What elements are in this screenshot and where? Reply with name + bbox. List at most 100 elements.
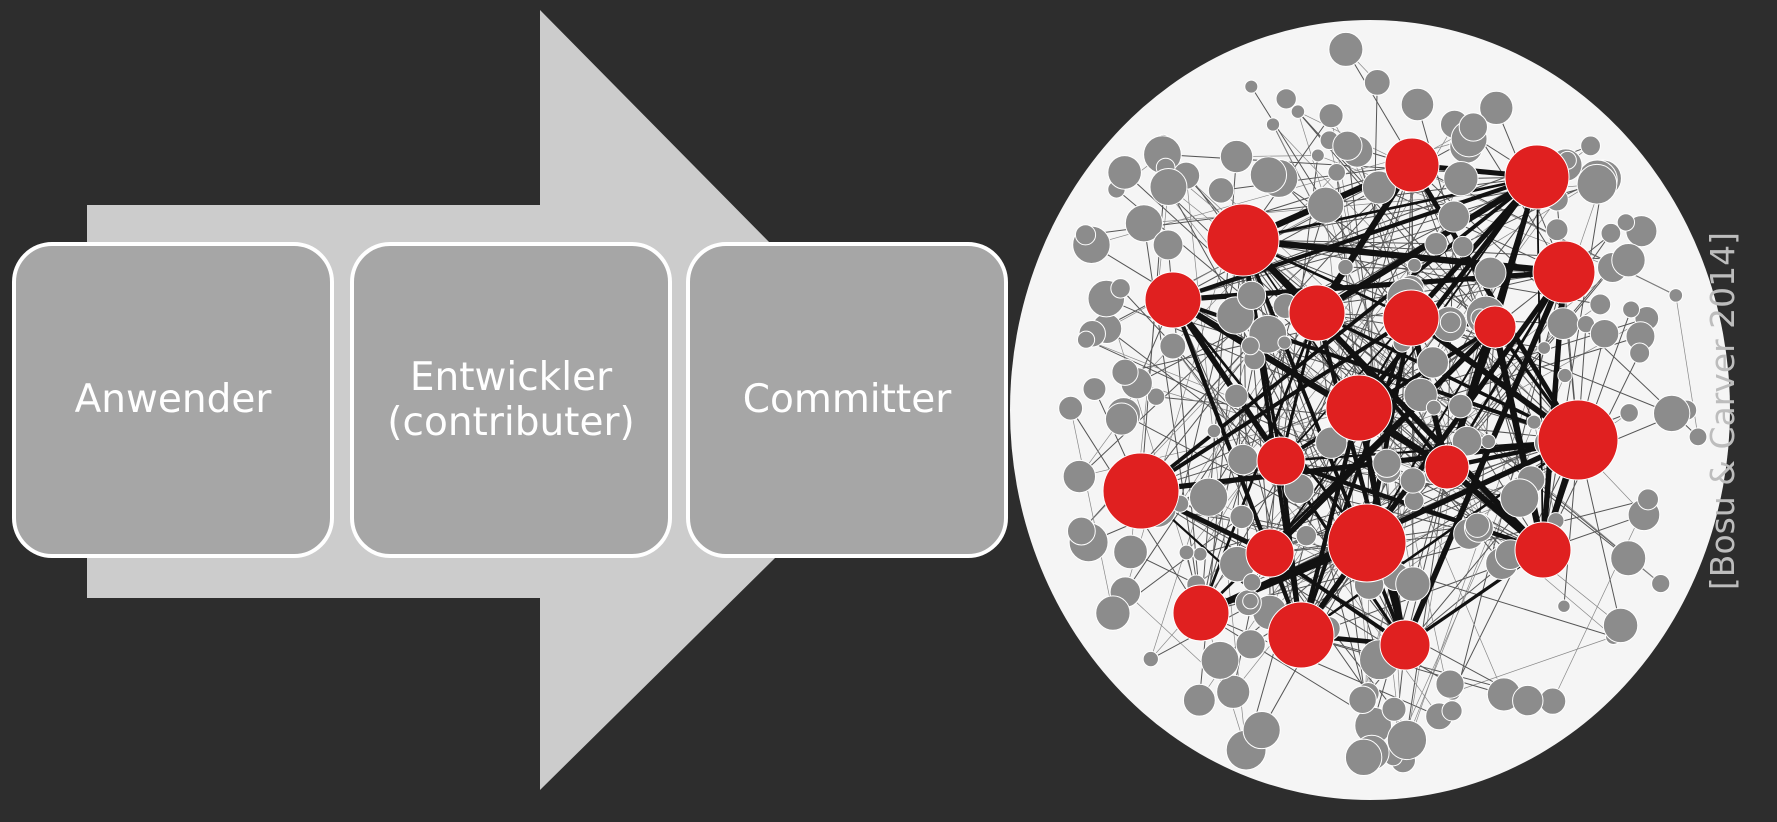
peripheral-node <box>1610 540 1647 577</box>
peripheral-node <box>1589 318 1620 349</box>
peripheral-node <box>1275 88 1297 110</box>
peripheral-node <box>1424 232 1448 256</box>
core-node <box>1327 503 1407 583</box>
peripheral-node <box>1363 68 1391 96</box>
network-edge <box>1297 111 1579 441</box>
peripheral-node <box>1124 204 1163 243</box>
peripheral-node <box>1152 229 1184 261</box>
peripheral-node <box>1240 336 1260 356</box>
peripheral-node <box>1066 516 1096 546</box>
core-node <box>1514 521 1572 579</box>
peripheral-node <box>1216 674 1251 709</box>
peripheral-node <box>1265 117 1281 132</box>
core-node <box>1379 619 1431 671</box>
peripheral-node <box>1651 574 1671 594</box>
peripheral-node <box>1458 112 1488 142</box>
core-node <box>1537 399 1619 481</box>
peripheral-node <box>1107 155 1142 190</box>
peripheral-node <box>1149 168 1188 206</box>
peripheral-node <box>1242 572 1262 592</box>
peripheral-node <box>1076 330 1096 349</box>
peripheral-node <box>1188 477 1229 517</box>
peripheral-node <box>1668 288 1684 303</box>
peripheral-node <box>1619 403 1639 423</box>
network-edge <box>1139 316 1413 493</box>
network-edge <box>1124 220 1236 593</box>
peripheral-node <box>1327 163 1346 182</box>
stage-entwickler-label: Entwickler (contributer) <box>387 354 635 445</box>
peripheral-node <box>1348 685 1377 715</box>
citation: [Bosu & Carver 2014] <box>1703 231 1742 591</box>
network-edge <box>1552 499 1649 702</box>
peripheral-node <box>1224 383 1249 409</box>
core-node <box>1532 240 1596 304</box>
peripheral-node <box>1295 524 1317 547</box>
network-edge <box>1452 636 1614 693</box>
peripheral-node <box>1499 478 1540 518</box>
peripheral-node <box>1600 222 1622 244</box>
peripheral-node <box>1074 224 1097 246</box>
peripheral-node <box>1082 377 1107 401</box>
peripheral-node <box>1480 433 1497 450</box>
network-edge <box>1106 328 1282 462</box>
network-edge <box>1070 408 1114 614</box>
peripheral-node <box>1395 566 1431 602</box>
peripheral-node <box>1611 242 1646 278</box>
peripheral-node <box>1344 738 1383 776</box>
core-node <box>1288 284 1346 342</box>
peripheral-node <box>1479 90 1514 126</box>
network-edge <box>1170 298 1284 463</box>
network-edge <box>1242 185 1542 241</box>
peripheral-node <box>1219 139 1254 174</box>
network-edge <box>1491 326 1547 551</box>
peripheral-node <box>1111 358 1139 386</box>
network-edge <box>1249 164 1413 602</box>
stage-committer: Committer <box>686 242 1008 558</box>
peripheral-node <box>1192 546 1208 562</box>
peripheral-node <box>1207 177 1235 204</box>
peripheral-node <box>1474 256 1507 289</box>
core-node <box>1256 436 1306 486</box>
network-edge <box>1085 339 1544 551</box>
peripheral-node <box>1235 629 1266 660</box>
peripheral-node <box>1337 258 1354 276</box>
peripheral-node <box>1058 395 1084 421</box>
peripheral-node <box>1545 218 1569 242</box>
peripheral-node <box>1227 443 1259 476</box>
peripheral-node <box>1142 650 1159 668</box>
peripheral-node <box>1653 394 1691 433</box>
core-node <box>1384 137 1440 193</box>
peripheral-node <box>1236 280 1267 311</box>
network-edge <box>1268 551 1407 647</box>
peripheral-node <box>1464 512 1491 538</box>
peripheral-node <box>1576 163 1618 205</box>
network-edge <box>1200 498 1649 614</box>
peripheral-node <box>1512 684 1544 717</box>
peripheral-node <box>1318 103 1344 129</box>
stage-anwender: Anwender <box>12 242 334 558</box>
peripheral-node <box>1200 640 1240 680</box>
peripheral-node <box>1637 488 1659 511</box>
peripheral-node <box>1416 346 1449 379</box>
peripheral-node <box>1441 700 1463 722</box>
peripheral-node <box>1448 393 1473 419</box>
core-node <box>1144 271 1202 329</box>
peripheral-node <box>1062 459 1097 494</box>
peripheral-node <box>1403 490 1425 512</box>
peripheral-node <box>1332 130 1363 161</box>
network-edge <box>1412 480 1505 695</box>
peripheral-node <box>1629 342 1651 364</box>
peripheral-node <box>1159 332 1187 360</box>
peripheral-node <box>1616 213 1636 232</box>
network-edge <box>1139 175 1539 493</box>
peripheral-node <box>1328 31 1364 67</box>
core-node <box>1473 305 1517 349</box>
developer-network-graph <box>1010 20 1730 800</box>
network-edge <box>1411 164 1535 423</box>
peripheral-node <box>1182 683 1216 717</box>
peripheral-node <box>1242 592 1259 610</box>
network-edge <box>1186 216 1455 553</box>
peripheral-node <box>1290 104 1306 119</box>
peripheral-node <box>1242 711 1281 750</box>
peripheral-node <box>1589 293 1612 316</box>
